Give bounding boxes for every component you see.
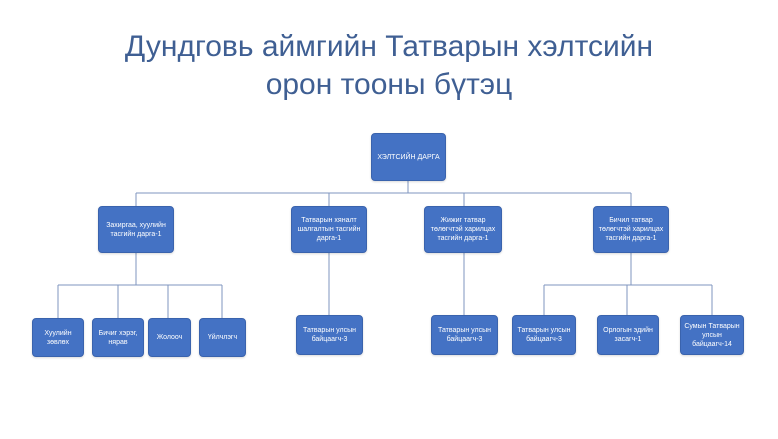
staff-box: Орлогын эдийн засагч-1 — [597, 315, 659, 355]
staff-box: Татварын улсын байцаагч-3 — [431, 315, 498, 355]
staff-label: Сумын Татварын улсын байцаагч-14 — [684, 322, 740, 348]
dept-box-small-taxpayers: Жижиг татвар төлөгчтэй харилцах тасгийн … — [424, 206, 502, 253]
staff-box: Жолооч — [148, 318, 191, 357]
staff-label: Орлогын эдийн засагч-1 — [603, 327, 653, 343]
page-title: Дундговь аймгийн Татварын хэлтсийн орон … — [0, 28, 778, 104]
title-line-1: Дундговь аймгийн Татварын хэлтсийн — [124, 30, 654, 63]
staff-box: Хуулийн зөвлөх — [32, 318, 84, 357]
dept-box-audit: Татварын хяналт шалгалтын тасгийн дарга-… — [291, 206, 367, 253]
dept-box-admin: Захиргаа, хуулийн тасгийн дарга-1 — [98, 206, 174, 253]
staff-box: Бичиг хэрэг, нярав — [92, 318, 144, 357]
staff-label: Бичиг хэрэг, нярав — [98, 329, 138, 346]
root-label: ХЭЛТСИЙН ДАРГА — [377, 153, 440, 161]
staff-label: Хуулийн зөвлөх — [44, 329, 72, 346]
dept-label: Захиргаа, хуулийн тасгийн дарга-1 — [106, 221, 166, 238]
dept-label: Татварын хяналт шалгалтын тасгийн дарга-… — [297, 217, 361, 242]
staff-label: Татварын улсын байцаагч-3 — [302, 327, 356, 343]
dept-label: Бичил татвар төлөгчтэй харилцах тасгийн … — [598, 217, 664, 242]
staff-label: Татварын улсын байцаагч-3 — [517, 327, 571, 343]
staff-box: Татварын улсын байцаагч-3 — [512, 315, 576, 355]
staff-box: Сумын Татварын улсын байцаагч-14 — [680, 315, 744, 355]
staff-label: Жолооч — [156, 334, 183, 341]
staff-label: Үйлчлэгч — [207, 334, 238, 341]
staff-box: Татварын улсын байцаагч-3 — [296, 315, 363, 355]
staff-label: Татварын улсын байцаагч-3 — [437, 327, 491, 343]
root-box: ХЭЛТСИЙН ДАРГА — [371, 133, 446, 181]
title-line-2: орон тооны бүтэц — [265, 68, 513, 101]
staff-box: Үйлчлэгч — [199, 318, 246, 357]
dept-label: Жижиг татвар төлөгчтэй харилцах тасгийн … — [430, 217, 496, 242]
dept-box-micro-taxpayers: Бичил татвар төлөгчтэй харилцах тасгийн … — [593, 206, 669, 253]
